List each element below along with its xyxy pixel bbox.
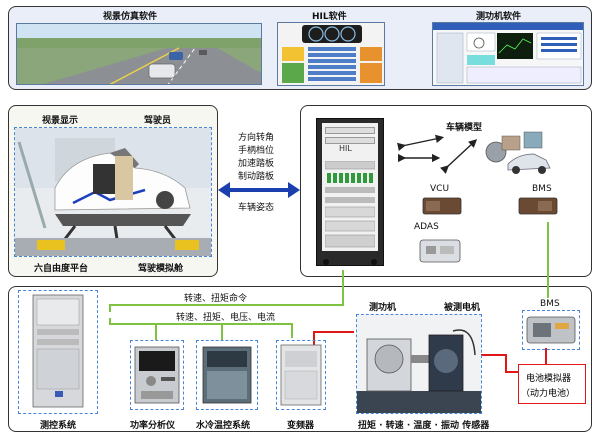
bms-unit-photo: [522, 310, 580, 350]
battery-simulator-box: 电池模拟器 （动力电池）: [518, 364, 586, 404]
signal-steering-angle: 方向转角: [238, 133, 275, 143]
driving-simulator-photo: [14, 127, 212, 257]
motor-under-test-label: 被测电机: [444, 303, 481, 313]
speed-torque-command-label: 转速、扭矩命令: [184, 294, 248, 304]
adas-module: [419, 239, 461, 263]
bms-module: [518, 197, 558, 215]
visual-display-label: 视景显示: [42, 116, 79, 126]
sensors-label: 扭矩 · 转速 · 温度 · 振动 传感器: [358, 421, 490, 431]
visual-software-label: 视景仿真软件: [103, 12, 158, 22]
bms-label-top: BMS: [532, 184, 552, 194]
driver-label: 驾驶员: [144, 116, 172, 126]
signal-brake: 制动踏板: [238, 172, 275, 182]
vehicle-attitude-label: 车辆姿态: [238, 203, 275, 213]
control-system-cabinet: [18, 290, 98, 414]
inverter-cabinet: [276, 340, 326, 410]
cockpit-label: 驾驶模拟舱: [138, 264, 184, 274]
battery-simulator-label: 电池模拟器: [526, 374, 572, 384]
power-analyzer-label: 功率分析仪: [130, 421, 176, 431]
inverter-label: 变频器: [287, 421, 315, 431]
hil-cabinet: HIL: [316, 118, 384, 266]
dyno-software-label: 测功机软件: [476, 12, 522, 22]
dynamometer-bench-photo: [356, 314, 482, 414]
vehicle-model-label: 车辆模型: [446, 123, 483, 133]
hil-arrows-icon: [397, 134, 478, 174]
control-system-label: 测控系统: [40, 421, 77, 431]
bms-label-bottom: BMS: [540, 299, 560, 309]
dyno-software-screen: [432, 22, 584, 86]
battery-simulator-sublabel: （动力电池）: [521, 389, 576, 399]
vcu-label: VCU: [430, 184, 450, 194]
power-analyzer: [130, 340, 184, 410]
feedback-signals-label: 转速、扭矩、电压、电流: [176, 313, 276, 323]
signal-gear: 手柄档位: [238, 146, 275, 156]
signal-accelerator: 加速踏板: [238, 159, 275, 169]
water-cooling-system: [196, 340, 258, 410]
bidirectional-arrow-icon: [218, 182, 300, 198]
six-dof-platform-label: 六自由度平台: [34, 264, 89, 274]
hil-cabinet-label: HIL: [339, 144, 352, 153]
vehicle-model-image: [485, 131, 551, 174]
driver-signals-list: 方向转角 手柄档位 加速踏板 制动踏板: [238, 132, 274, 184]
water-cooling-label: 水冷温控系统: [196, 421, 251, 431]
hil-software-screen: [277, 22, 385, 86]
hil-software-label: HIL软件: [312, 12, 347, 22]
adas-label: ADAS: [414, 222, 439, 232]
vcu-module: [422, 197, 462, 215]
visual-simulation-screen: [16, 23, 262, 85]
dynamometer-label: 测功机: [369, 303, 397, 313]
